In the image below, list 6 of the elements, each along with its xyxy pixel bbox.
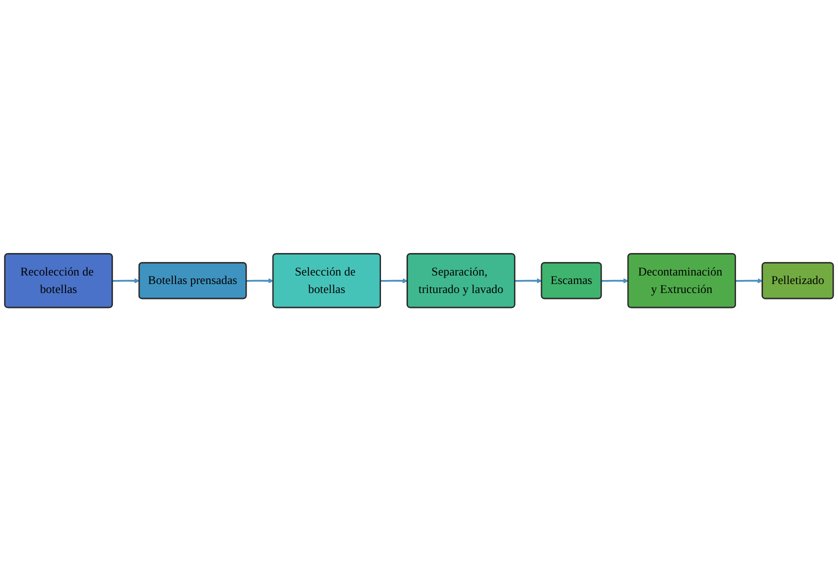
arrow [514,278,542,284]
arrow [246,278,274,284]
arrow [112,278,140,284]
arrow [736,278,763,284]
arrow [380,278,408,284]
arrow [601,278,629,284]
